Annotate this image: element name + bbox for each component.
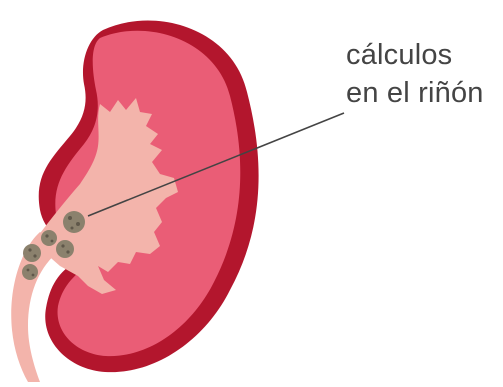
annotation-label: cálculos en el riñón bbox=[346, 36, 503, 112]
kidney-stone-icon bbox=[23, 244, 41, 262]
kidney-stone-icon bbox=[63, 211, 85, 233]
kidney-stone-icon bbox=[22, 264, 38, 280]
annotation-line-2: en el riñón bbox=[346, 74, 503, 112]
kidney-stone-icon bbox=[41, 230, 57, 246]
annotation-line-1: cálculos bbox=[346, 36, 503, 74]
kidney-stone-icon bbox=[56, 240, 74, 258]
